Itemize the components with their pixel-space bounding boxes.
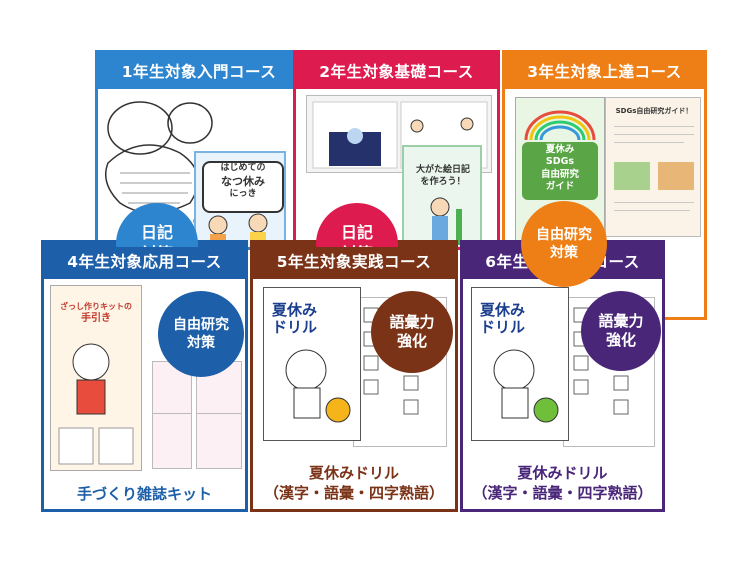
kit-title: ざっし作りキットの 手引き bbox=[60, 302, 132, 325]
vocabulary-badge: 語彙力 強化 bbox=[371, 291, 453, 373]
course-card-grade5[interactable]: 5年生対象実践コース 夏休み ドリル 語彙力 強化 夏休みドリル （漢字・語彙・… bbox=[250, 240, 458, 512]
booklet-cover-image: 大がた絵日記 を作ろう！ bbox=[402, 145, 482, 247]
mascot-illustration bbox=[493, 349, 559, 423]
card-header: 1年生対象入門コース bbox=[98, 53, 300, 89]
photo-placeholder bbox=[614, 162, 650, 190]
card-header: 5年生対象実践コース bbox=[253, 243, 455, 279]
course-card-grade4[interactable]: 4年生対象応用コース ざっし作りキットの 手引き 自由研究 対策 手づくり雑誌キ… bbox=[41, 240, 248, 512]
booklet-title: はじめての なつ休み にっき bbox=[202, 161, 284, 213]
kit-page-image bbox=[152, 413, 192, 469]
rainbow-illustration bbox=[524, 110, 596, 141]
course-title: 5年生対象実践コース bbox=[276, 253, 432, 271]
drill-title: 夏休み ドリル bbox=[272, 301, 318, 337]
booklet-title: 大がた絵日記 を作ろう！ bbox=[415, 165, 470, 187]
course-card-grade1[interactable]: 1年生対象入門コース はじめての なつ休み にっき 日記 対策 bbox=[95, 50, 303, 250]
course-title: 4年生対象応用コース bbox=[67, 253, 222, 271]
course-caption: 夏休みドリル （漢字・語彙・四字熟語） bbox=[472, 464, 653, 503]
book-title: 夏休み SDGs 自由研究 ガイド bbox=[522, 142, 598, 200]
research-badge: 自由研究 対策 bbox=[158, 291, 244, 377]
kid-illustration bbox=[430, 197, 462, 245]
character-illustration bbox=[58, 343, 134, 465]
mascot-illustration bbox=[285, 349, 351, 423]
research-badge: 自由研究 対策 bbox=[521, 201, 607, 287]
course-title: 3年生対象上達コース bbox=[527, 63, 682, 81]
card-header: 2年生対象基礎コース bbox=[296, 53, 497, 89]
booklet-cover-image: はじめての なつ休み にっき bbox=[194, 151, 286, 247]
sdgs-spread-image: SDGs自由研究ガイド！ bbox=[605, 97, 701, 237]
course-card-grade2[interactable]: 2年生対象基礎コース 大がた絵日記 を作ろう！ 日記 対策 bbox=[293, 50, 500, 250]
course-caption: 夏休みドリル （漢字・語彙・四字熟語） bbox=[263, 464, 444, 503]
card-header: 3年生対象上達コース bbox=[505, 53, 704, 89]
course-caption: 手づくり雑誌キット bbox=[76, 485, 212, 503]
kit-page-image bbox=[196, 413, 242, 469]
card-header: 4年生対象応用コース bbox=[44, 243, 245, 279]
drill-title: 夏休み ドリル bbox=[480, 301, 526, 337]
vocabulary-badge: 語彙力 強化 bbox=[581, 291, 661, 371]
magazine-kit-cover-image: ざっし作りキットの 手引き bbox=[50, 285, 142, 471]
course-title: 1年生対象入門コース bbox=[121, 63, 277, 81]
drill-cover-image: 夏休み ドリル bbox=[471, 287, 569, 441]
spread-title: SDGs自由研究ガイド！ bbox=[615, 107, 693, 115]
course-title: 2年生対象基礎コース bbox=[319, 63, 474, 81]
drill-cover-image: 夏休み ドリル bbox=[263, 287, 361, 441]
photo-placeholder bbox=[658, 162, 694, 190]
diary-badge: 日記 対策 bbox=[316, 203, 398, 247]
